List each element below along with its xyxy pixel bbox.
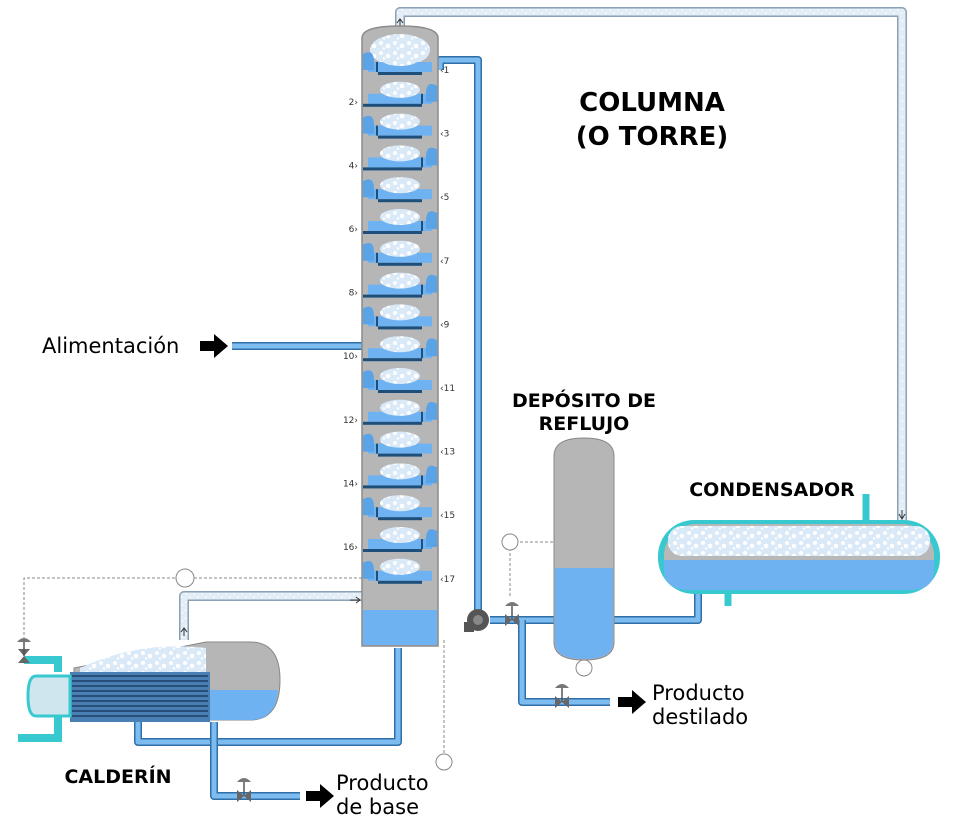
bottoms-label-line2: de base [336, 795, 419, 819]
tray-number-9: ‹9 [440, 320, 450, 330]
tray-number-13: ‹13 [440, 448, 455, 458]
reflux-line [436, 56, 482, 618]
bottoms-arrow [306, 784, 334, 808]
tray-number-15: ‹15 [440, 511, 455, 521]
bottoms-label-line1: Producto [336, 771, 429, 795]
reflux-drum-label-line2: REFLUJO [539, 413, 630, 435]
tray-number-5: ‹5 [440, 193, 449, 203]
tray-number-4: 4› [349, 161, 358, 171]
reflux-pump [464, 609, 489, 632]
distillate-label-line2: destilado [652, 705, 748, 729]
tray-number-2: 2› [349, 98, 358, 108]
distillate-valve [555, 684, 569, 708]
reflux-drum-label-line1: DEPÓSITO DE [512, 388, 656, 412]
controller-circles [175, 533, 519, 771]
tray-14: 14› [343, 463, 437, 489]
control-signal-lines [23, 541, 554, 754]
tray-4: 4› [349, 145, 437, 171]
tray-16: 16› [343, 527, 437, 553]
bottoms-product-line [210, 722, 300, 800]
feed-arrow [200, 334, 228, 358]
tray-8: 8› [349, 272, 437, 299]
tray-13: ‹13 [363, 431, 455, 458]
distillate-label-line1: Producto [652, 681, 745, 705]
reflux-drum [553, 437, 615, 677]
tray-2: 2› [349, 81, 437, 108]
tray-15: ‹15 [363, 495, 455, 521]
tray-number-7: ‹7 [440, 257, 449, 267]
distillate-arrow [618, 690, 646, 714]
tray-1: ‹1 [363, 50, 449, 76]
tray-number-8: 8› [349, 289, 358, 299]
tray-5: ‹5 [363, 177, 449, 203]
tray-number-3: ‹3 [440, 130, 449, 140]
tray-11: ‹11 [363, 368, 455, 394]
reboiler-vessel [26, 641, 281, 722]
bottoms-valve [237, 778, 251, 802]
condensate-line [614, 592, 702, 624]
tray-number-11: ‹11 [440, 384, 455, 394]
reboiler-label: CALDERÍN [64, 765, 171, 788]
tray-10: 10› [343, 336, 437, 362]
tray-number-16: 16› [343, 543, 358, 553]
tray-9: ‹9 [363, 304, 450, 330]
tray-number-17: ‹17 [440, 575, 455, 585]
tray-number-12: 12› [343, 416, 358, 426]
reboiler-vapor-line [179, 591, 362, 640]
tray-number-6: 6› [349, 225, 358, 235]
tray-6: 6› [349, 209, 437, 235]
piping [18, 7, 907, 800]
condenser-vessel [658, 520, 940, 594]
tray-17: ‹17 [363, 558, 455, 585]
distillation-column: ‹1 2› ‹3 4› ‹5 6› ‹7 8› ‹9 10› ‹11 12› ‹13 14› ‹15 16› ‹… [343, 25, 455, 647]
title-line2: (O TORRE) [576, 122, 729, 152]
tray-3: ‹3 [363, 113, 449, 140]
flow-arrows [200, 334, 646, 808]
title-line1: COLUMNA [579, 88, 725, 118]
steam-valve [17, 638, 31, 663]
condenser-label: CONDENSADOR [689, 479, 855, 501]
tray-number-14: 14› [343, 479, 358, 489]
tray-12: 12› [343, 399, 437, 426]
reflux-valve [505, 602, 519, 626]
feed-label: Alimentación [42, 334, 179, 358]
tray-7: ‹7 [363, 240, 449, 267]
text-labels: COLUMNA (O TORRE) Alimentación DEPÓSITO … [42, 88, 855, 819]
tray-number-1: ‹1 [440, 66, 449, 76]
tray-number-10: 10› [343, 352, 358, 362]
